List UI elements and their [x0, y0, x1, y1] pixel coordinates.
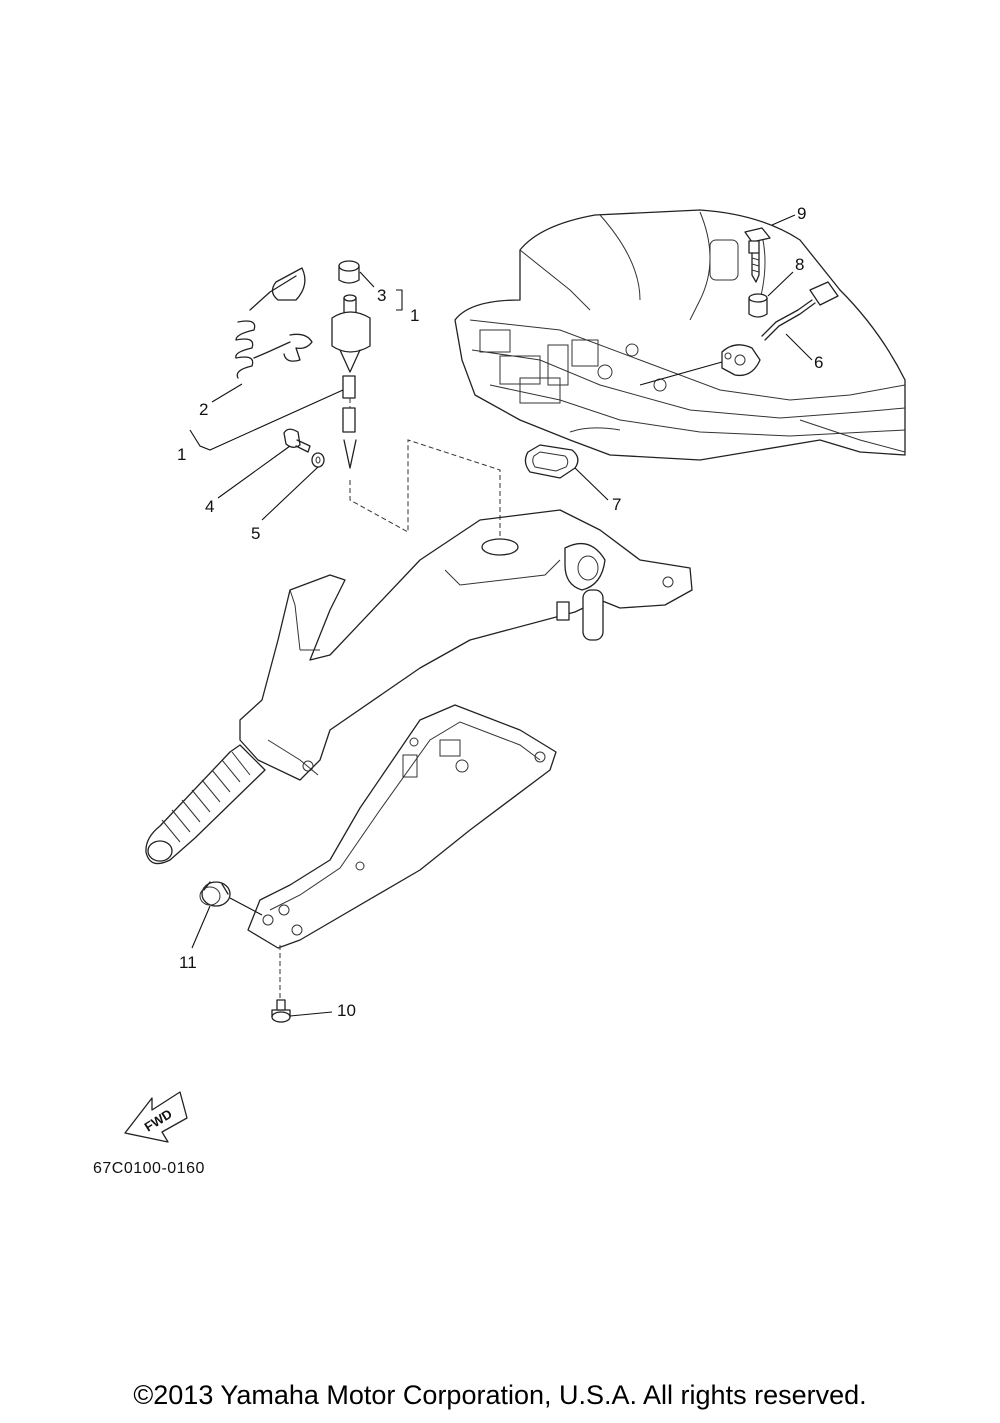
part-7-grommet: [524, 444, 579, 479]
bottom-cowling: [454, 209, 906, 461]
part-11-plug: [199, 881, 231, 907]
callout-6: 6: [814, 353, 824, 372]
callout-2: 2: [199, 400, 209, 419]
callout-5: 5: [251, 524, 261, 543]
lower-cover: [247, 704, 557, 949]
part-5-washer: [311, 452, 325, 468]
callout-1-lower: 1: [177, 445, 187, 464]
diagram-part-code: 67C0100-0160: [93, 1160, 205, 1177]
callout-11: 11: [179, 953, 197, 972]
part-10-bolt: [271, 945, 291, 1023]
callout-7: 7: [612, 495, 622, 514]
copyright-notice: ©2013 Yamaha Motor Corporation, U.S.A. A…: [133, 1380, 867, 1410]
steering-handle: [239, 509, 693, 781]
callout-4: 4: [205, 497, 215, 516]
callout-1-upper: 1: [410, 306, 420, 325]
part-6-lead-wire: [639, 281, 839, 386]
fwd-arrow: FWD: [124, 1091, 188, 1143]
part-8-collar: [748, 293, 768, 318]
callout-10: 10: [337, 1001, 356, 1020]
leader-lines: [189, 214, 813, 1017]
callout-8: 8: [795, 255, 805, 274]
part-3-switch: [331, 260, 371, 469]
callout-3: 3: [377, 286, 387, 305]
throttle-grip: [145, 744, 266, 865]
part-4-screw: [283, 428, 311, 453]
callout-9: 9: [797, 204, 807, 223]
part-9-bolt: [744, 227, 771, 283]
part-2-lanyard: [235, 267, 313, 379]
